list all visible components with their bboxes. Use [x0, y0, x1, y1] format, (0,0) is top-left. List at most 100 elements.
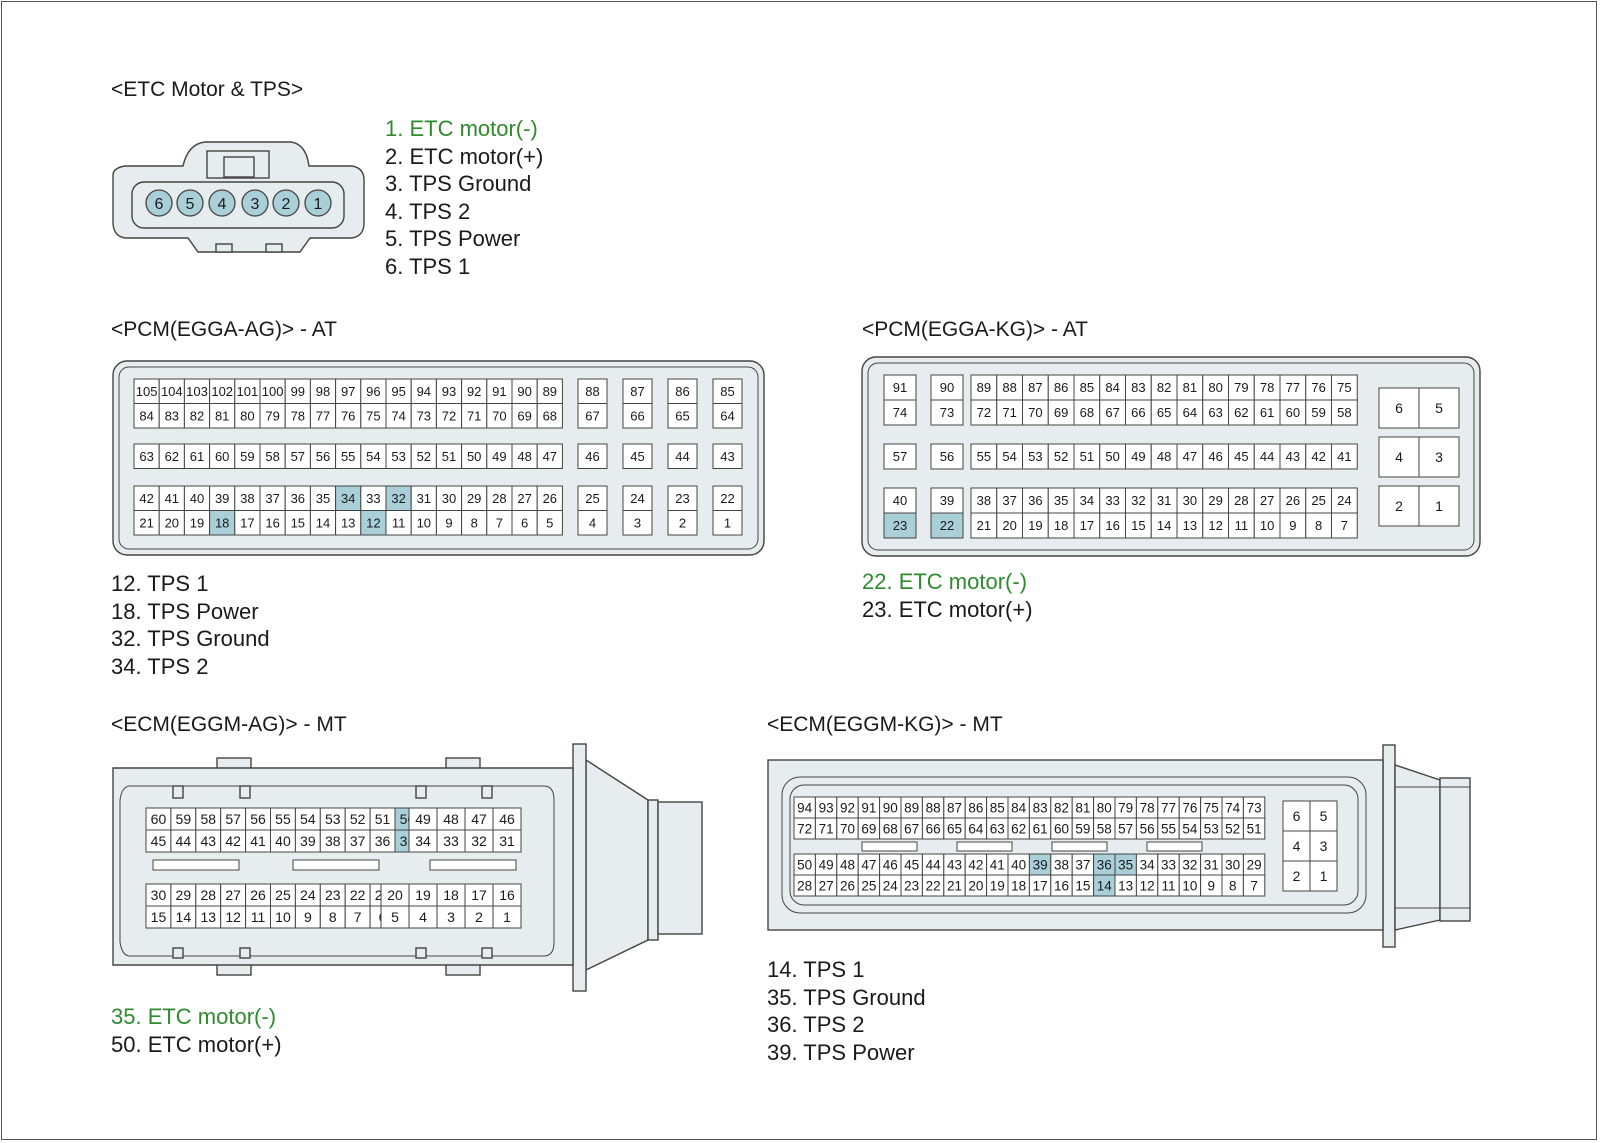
pin-label: 64: [968, 821, 984, 836]
pin-label: 40: [275, 833, 291, 849]
pin-label: 25: [1311, 493, 1325, 508]
pin-label: 93: [819, 800, 834, 815]
pin-label: 6: [155, 196, 164, 213]
pin-legend-item: 35. TPS Ground: [767, 984, 926, 1010]
pin-label: 78: [291, 408, 305, 423]
pin-label: 24: [1337, 493, 1351, 508]
pin-label: 103: [186, 384, 208, 399]
pin-label: 75: [366, 408, 380, 423]
pin-label: 85: [990, 800, 1005, 815]
pin-label: 27: [225, 887, 241, 903]
pin-label: 92: [467, 384, 481, 399]
pin-label: 34: [1140, 857, 1156, 872]
pin-label: 81: [1183, 380, 1197, 395]
pin-label: 44: [675, 449, 689, 464]
pin-label: 7: [496, 515, 503, 530]
pin-label: 56: [940, 449, 954, 464]
pin-label: 76: [1311, 380, 1325, 395]
pin-cell: [1378, 436, 1420, 478]
pin-label: 53: [325, 811, 341, 827]
pin-cell: [1073, 443, 1101, 470]
pin-label: 102: [211, 384, 233, 399]
pin-label: 44: [176, 833, 192, 849]
pin-label: 15: [1075, 878, 1090, 893]
pin-label: 37: [1002, 493, 1016, 508]
pin-cell: [577, 443, 608, 469]
pin-label: 16: [499, 887, 515, 903]
pin-cell: [667, 443, 698, 469]
pin-label: 57: [1118, 821, 1133, 836]
pin-cell: [1073, 399, 1101, 426]
pin-label: 100: [262, 384, 284, 399]
pin-label: 79: [1118, 800, 1133, 815]
pin-label: 8: [471, 515, 478, 530]
pin-cell: [209, 443, 236, 469]
pin-cell: [996, 512, 1023, 539]
pin-cell: [930, 512, 964, 539]
pin-cell: [1150, 512, 1178, 539]
pin-label: 4: [589, 515, 596, 530]
pin-label: 104: [161, 384, 183, 399]
pin-label: 43: [720, 449, 734, 464]
pin-label: 29: [467, 491, 481, 506]
pin-label: 29: [1208, 493, 1222, 508]
pin-label: 1: [503, 909, 511, 925]
pin-label: 75: [1204, 800, 1219, 815]
pin-cell: [486, 443, 513, 469]
pin-label: 28: [1234, 493, 1248, 508]
pin-label: 78: [1260, 380, 1274, 395]
etc-connector-title: <ETC Motor & TPS>: [111, 78, 304, 101]
pin-cell: [486, 485, 513, 511]
pin-cell: [1331, 399, 1358, 426]
pin-label: 3: [634, 515, 641, 530]
pin-label: 67: [904, 821, 919, 836]
pin-label: 33: [443, 833, 459, 849]
pin-cell: [1047, 443, 1075, 470]
pin-label: 7: [1341, 518, 1348, 533]
pin-label: 57: [291, 449, 305, 464]
pin-label: 22: [926, 878, 941, 893]
pin-label: 47: [471, 811, 487, 827]
pin-label: 19: [990, 878, 1005, 893]
pin-cell: [511, 510, 538, 536]
pin-label: 53: [1028, 449, 1042, 464]
pin-legend-item: 50. ETC motor(+): [111, 1031, 282, 1057]
pin-cell: [1279, 512, 1307, 539]
pin-label: 66: [926, 821, 941, 836]
pin-label: 101: [237, 384, 259, 399]
pin-label: 6: [1293, 808, 1301, 824]
pin-label: 89: [904, 800, 919, 815]
pin-cell: [385, 485, 412, 511]
pin-label: 30: [1225, 857, 1240, 872]
pin-cell: [272, 189, 300, 217]
pin-label: 41: [990, 857, 1005, 872]
pin-legend-item: 18. TPS Power: [111, 598, 259, 624]
pin-label: 74: [1225, 800, 1241, 815]
pin-label: 80: [1097, 800, 1112, 815]
pin-label: 2: [1395, 498, 1403, 514]
pin-label: 45: [630, 449, 644, 464]
pin-label: 15: [151, 909, 167, 925]
pin-label: 63: [139, 449, 153, 464]
pin-label: 1: [1435, 498, 1443, 514]
pin-cell: [492, 905, 522, 929]
pin-cell: [930, 443, 964, 470]
pin-label: 53: [391, 449, 405, 464]
pin-cell: [1022, 487, 1049, 514]
pin-label: 25: [861, 878, 876, 893]
pin-cell: [183, 510, 211, 536]
pin-label: 16: [1054, 878, 1069, 893]
pin-label: 15: [291, 515, 305, 530]
pin-label: 21: [139, 515, 153, 530]
pin-cell: [360, 403, 387, 429]
pin-label: 84: [1011, 800, 1027, 815]
pin-label: 38: [1054, 857, 1069, 872]
pin-cell: [1099, 487, 1126, 514]
pin-cell: [1242, 817, 1266, 840]
pin-label: 46: [1208, 449, 1222, 464]
pin-label: 49: [492, 449, 506, 464]
pin-label: 72: [442, 408, 456, 423]
